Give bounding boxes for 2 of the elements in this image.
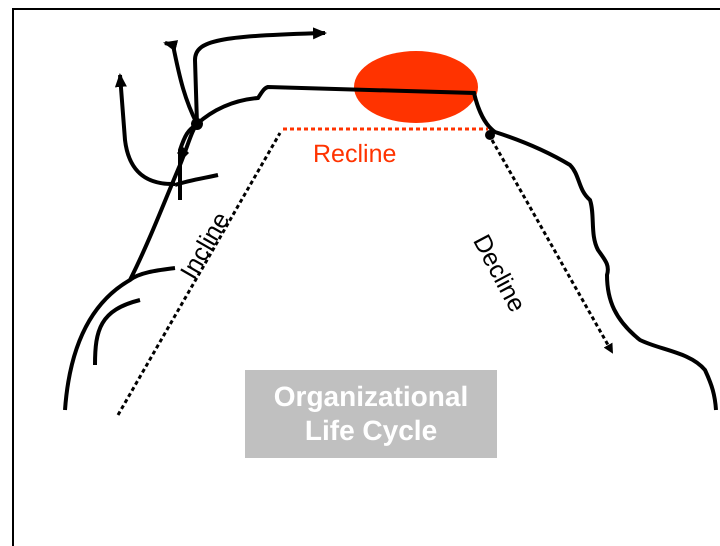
recline-label: Recline <box>313 140 396 168</box>
title-box: Organizational Life Cycle <box>245 370 497 458</box>
